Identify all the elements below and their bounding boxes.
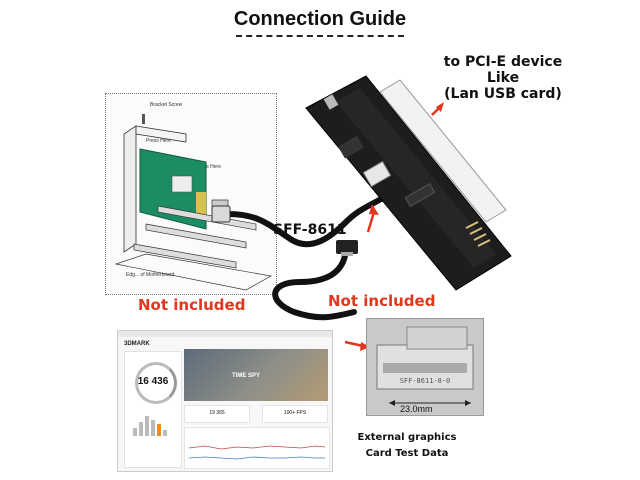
- label-edge-of-motherboard: Edg... of Motherboard: [126, 272, 175, 278]
- connector-part-text: SFF-8611-8-0: [400, 377, 451, 385]
- card-install-drawing: [114, 114, 273, 291]
- sff-8611-label: SFF-8611: [273, 222, 347, 238]
- benchmark-line: [188, 445, 326, 460]
- caption-line-3: (Lan USB card): [444, 86, 562, 102]
- motherboard-illustration: Bracket Screw Press Here Press Here PCIe…: [105, 93, 277, 295]
- caption-test-data: Card Test Data: [365, 448, 449, 459]
- benchmark-window-bar: [118, 331, 332, 337]
- stat-fps: 100+ FPS: [262, 405, 328, 423]
- label-press-here-1: Press Here: [146, 138, 172, 144]
- title-underline: [236, 35, 404, 37]
- not-included-card-label: Not included: [138, 296, 246, 314]
- page-title: Connection Guide: [233, 8, 407, 30]
- score-gauge-icon: [135, 362, 177, 404]
- benchmark-score: 16 436: [137, 376, 169, 387]
- not-included-cable-label: Not included: [328, 292, 436, 310]
- sff-connector-drawing: SFF-8611-8-0: [376, 326, 474, 406]
- benchmark-brand: 3DMARK: [124, 341, 150, 347]
- benchmark-banner: TIME SPY: [184, 349, 328, 401]
- caption-external-graphics: External graphics: [357, 432, 457, 443]
- label-press-here-2: Press Here: [196, 164, 222, 170]
- connector-dimension: 23.0mm: [400, 404, 433, 414]
- score-histogram: [133, 416, 167, 436]
- caption-line-2: Like: [486, 70, 520, 86]
- score-card: 16 436: [124, 351, 182, 468]
- banner-title: TIME SPY: [232, 373, 261, 379]
- benchmark-screenshot: 3DMARK 16 436 TIME SPY 19 365 100+ FPS: [117, 330, 333, 472]
- benchmark-graph: [184, 427, 330, 469]
- test-data-caption: External graphics Card Test Data: [340, 430, 474, 462]
- label-bracket-screw: Bracket Screw: [150, 102, 183, 108]
- pcie-adapter-board: [305, 75, 512, 291]
- stat-graphics-score: 19 365: [184, 405, 250, 423]
- pcie-device-caption: to PCI-E device Like (Lan USB card): [428, 54, 578, 102]
- caption-line-1: to PCI-E device: [443, 54, 563, 70]
- connector-closeup-photo: SFF-8611-8-0: [366, 318, 484, 416]
